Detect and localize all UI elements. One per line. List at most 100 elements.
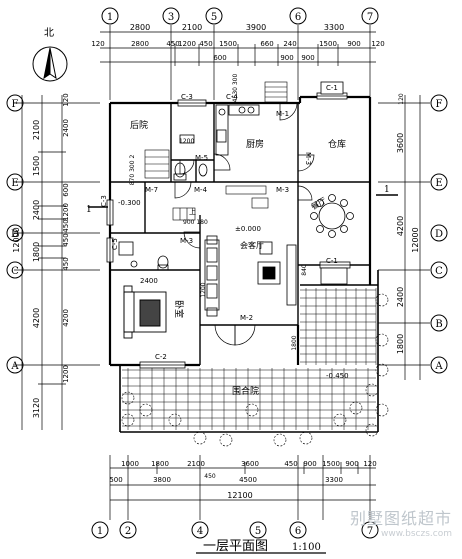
shrub [333,413,347,427]
dim-bot-1b: 1800 [151,460,169,468]
room-living: 会客厅 [240,240,264,250]
axis-left-A: A [10,361,19,372]
drawing-scale: 1:100 [292,542,321,553]
dim-top-2j: 900 [347,40,360,48]
axis-top-3: 3 [168,12,174,23]
axis-right-D: D [435,229,443,240]
dim-top-2f: 1500 [219,40,237,48]
dim-top-2h: 240 [283,40,296,48]
label-c4: C-4 [226,93,238,101]
text-layer: 北 1 3 5 6 7 2800 2100 3900 3300 120 2800… [10,12,443,554]
section-left-label: 1 [86,205,92,215]
shrub [349,401,363,415]
north-label: 北 [44,27,54,39]
top-axis-bubbles [101,7,379,25]
watermark: 别墅图纸超市 www.bsczs.com [350,505,452,539]
axis-bottom-2: 2 [125,526,131,537]
dim-bot-1e: 450 [284,460,297,468]
axis-left-E: E [11,178,18,189]
shrub [375,363,389,377]
dim-left-o6: 3120 [32,398,41,418]
dim-left-total: 12000 [12,227,21,252]
dim-bot-1c: 2100 [187,460,205,468]
stairs-back-yard [144,149,170,179]
dim-right-total: 12000 [411,227,420,252]
label-m4: M-4 [194,186,208,194]
courtyard-paving [122,288,377,430]
dim-bot-1a: 1000 [121,460,139,468]
dim-top-2b: 2800 [131,40,149,48]
dim-840: 840 [301,264,308,276]
axis-top-7: 7 [367,12,373,23]
shrub [121,413,135,427]
label-c1b: C-1 [326,257,338,265]
label-c1a: C-1 [326,84,338,92]
axis-right-F: F [436,99,443,110]
top-dimension-lines [100,25,376,100]
dim-left-i3: 600 [62,183,70,196]
dim-bot-1i: 120 [363,460,376,468]
shrub [245,403,259,417]
dim-top-2d: 1200 [178,40,196,48]
shrub [139,403,153,417]
bathroom-fixtures [118,134,208,271]
room-back-yard: 后院 [130,119,148,131]
shrub [365,423,379,437]
dim-top-1c: 3900 [246,23,266,32]
living-room-furniture [204,235,297,317]
dim-870: 870 300 2 [129,155,136,186]
dim-left-i4: 1200 [62,203,70,221]
dim-900-180: 900 180 [183,219,208,226]
shrub [168,413,182,427]
dim-top-2e: 450 [199,40,212,48]
elev-b: ±0.000 [235,225,261,233]
dim-bot-1d: 3600 [241,460,259,468]
room-courtyard: 围合院 [232,385,259,397]
label-c3b: C-3 [100,195,108,207]
dim-left-i2: 2400 [62,119,70,137]
dim-bot-2b: 3800 [153,476,171,484]
bottom-axis-bubbles [91,521,379,539]
dim-top-2g: 660 [260,40,273,48]
elev-a: -0.300 [118,199,141,207]
label-c2: C-2 [155,353,167,361]
courtyard-walls [119,270,379,433]
axis-bottom-7: 7 [367,526,373,537]
dim-top-1a: 2800 [130,23,150,32]
north-arrow [32,46,68,82]
dim-left-i7: 450 [62,257,70,270]
shrub [273,433,287,447]
steps-front [225,185,269,209]
dim-left-i9: 1200 [62,365,70,383]
dim-top-1d: 3300 [324,23,344,32]
axis-bottom-4: 4 [197,526,203,537]
label-m1: M-1 [276,110,289,118]
watermark-url: www.bsczs.com [381,529,452,539]
dim-left-i6: 450 [62,233,70,246]
dim-left-i5: 450 [62,219,70,232]
label-m5: M-5 [195,154,208,162]
axis-right-B: B [435,319,442,330]
right-axis-bubbles [430,94,448,374]
shrub [299,431,313,445]
dim-right-top: 120 [398,93,405,105]
dining-table [310,194,354,238]
axis-bottom-6: 6 [295,526,301,537]
dim-left-i8: 4200 [62,309,70,327]
shrub [193,431,207,445]
dim-left-o3: 2400 [32,200,41,220]
axis-bottom-1: 1 [97,526,103,537]
dim-bot-2c: 4500 [239,476,257,484]
watermark-text: 别墅图纸超市 [349,509,452,528]
bed [123,285,167,339]
label-m2: M-2 [240,314,253,322]
dim-right-2: 4200 [396,216,405,236]
shrub [375,403,389,417]
dim-bot-extra: 450 [204,473,216,480]
windows [106,81,351,369]
dim-top-2i: 1500 [319,40,337,48]
dim-left-i1: 120 [62,93,70,106]
section-marks [88,194,398,208]
dim-right-4: 1800 [396,334,405,354]
